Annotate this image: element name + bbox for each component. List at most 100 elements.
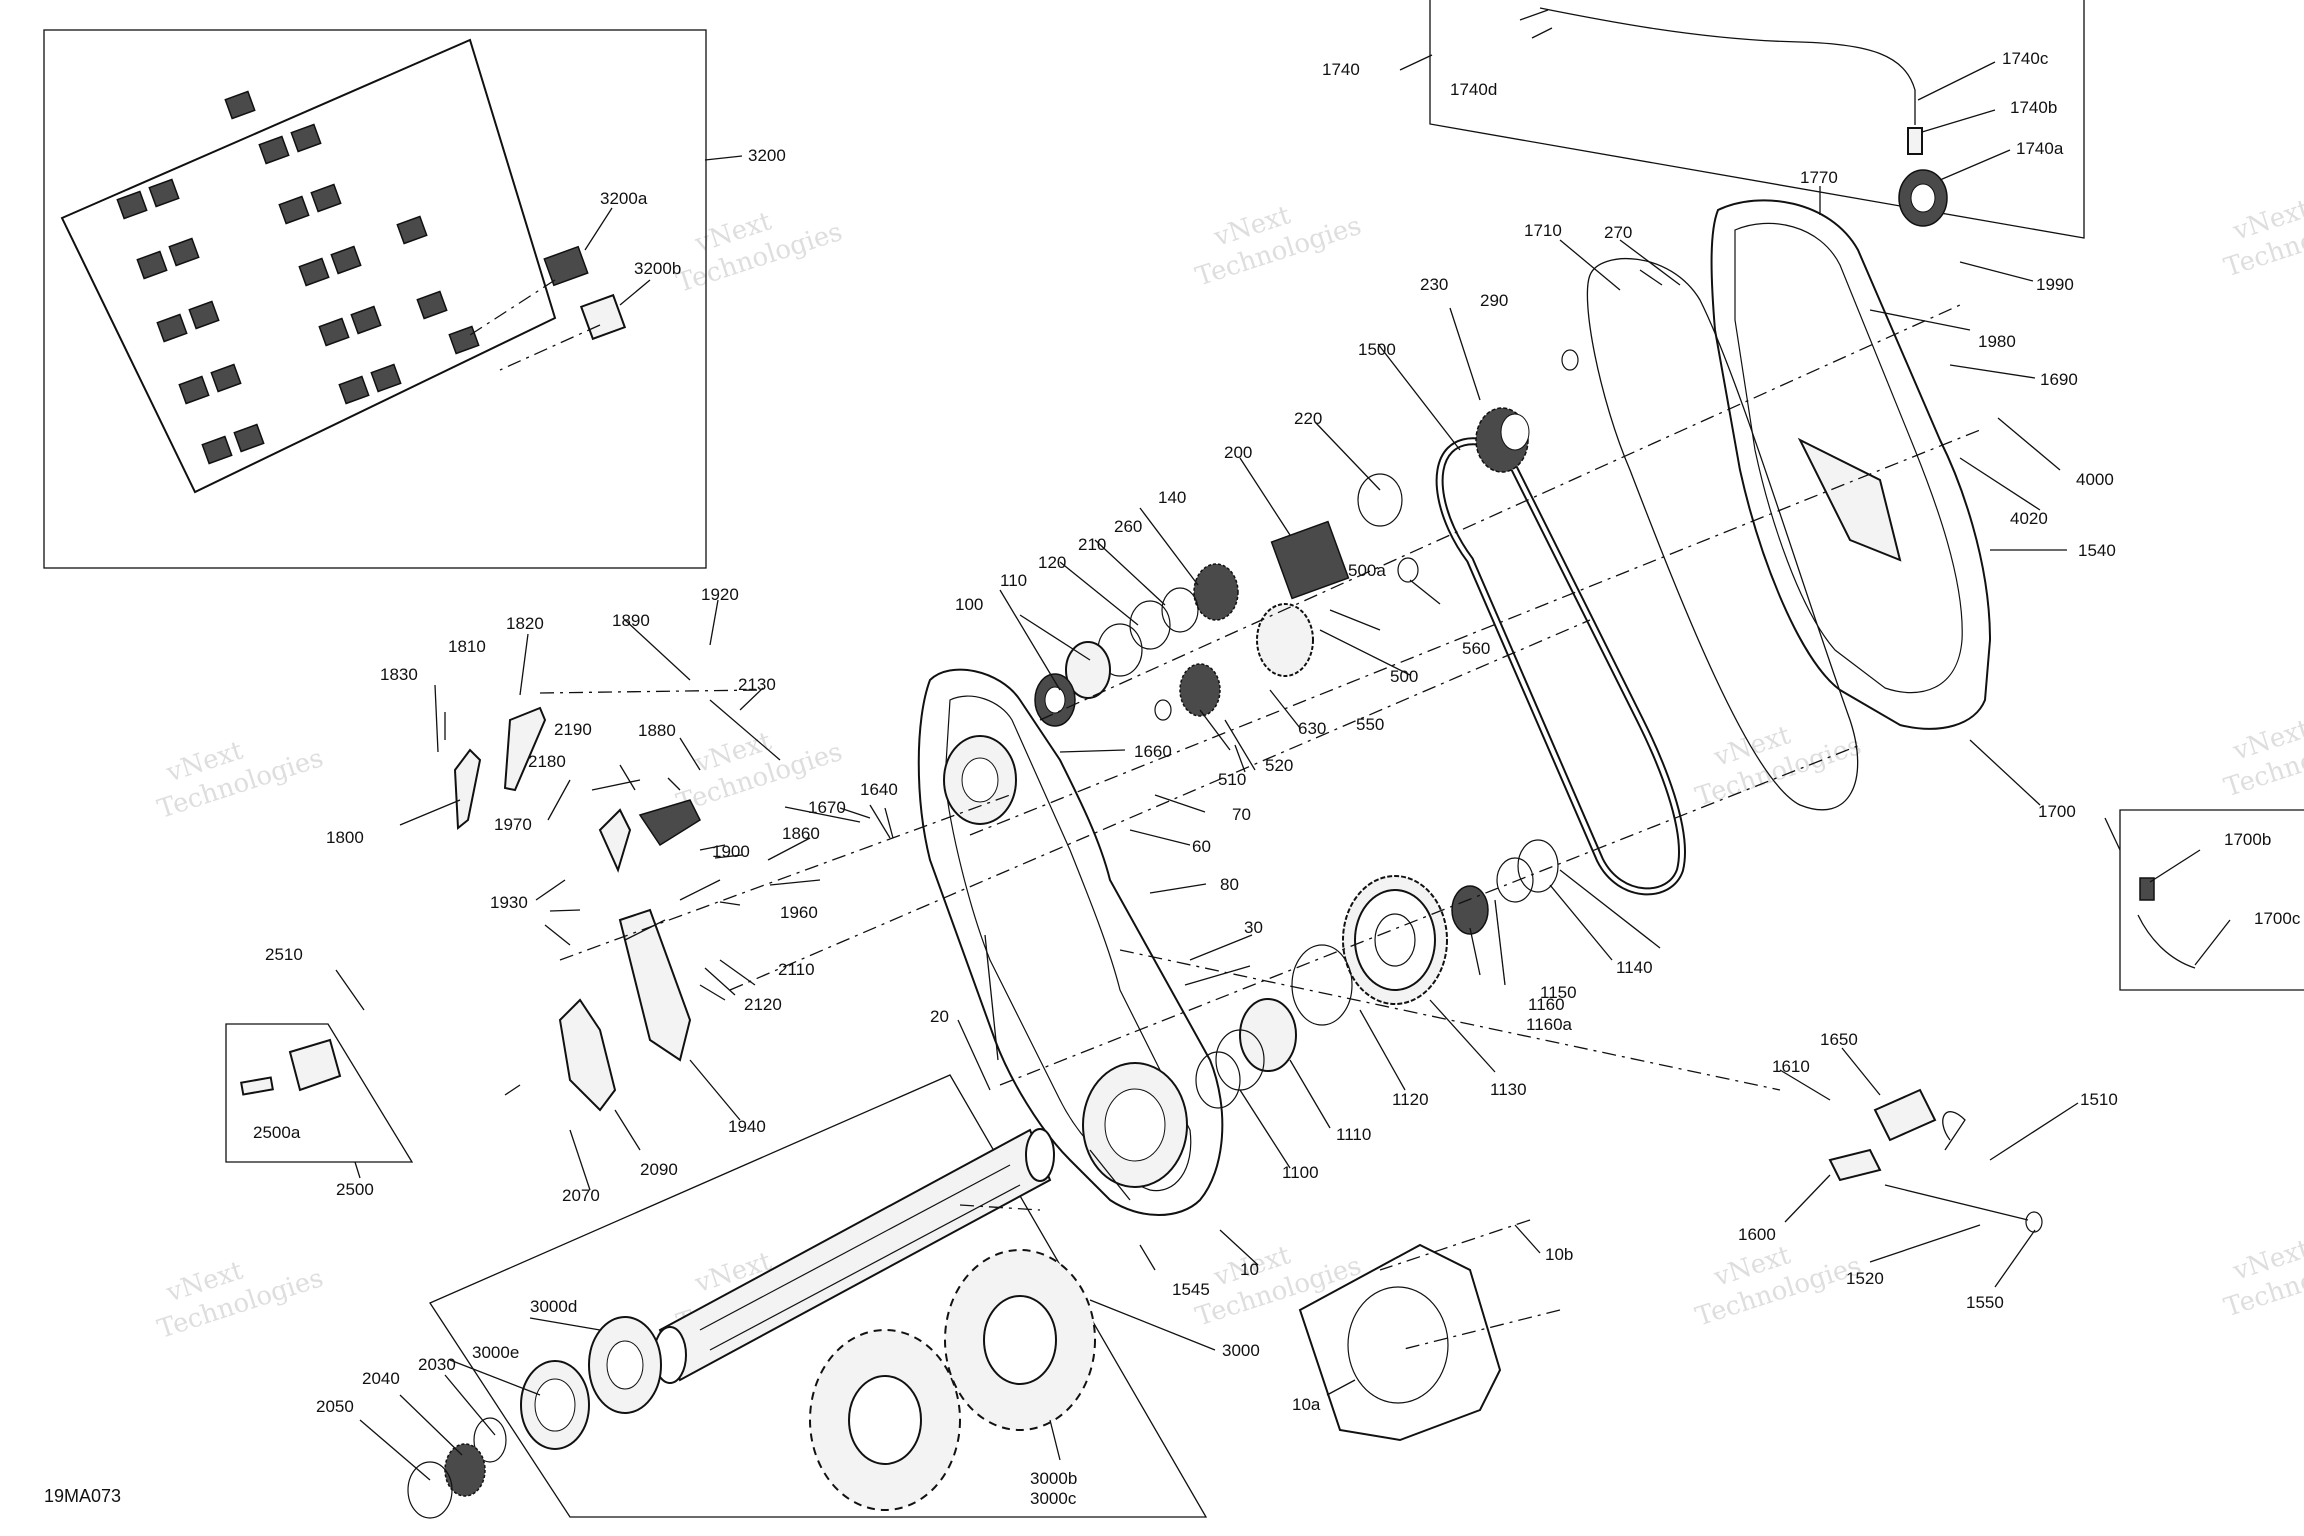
inset-3000-frame — [429, 1074, 1208, 1518]
part-label-3000: 3000 — [1222, 1341, 1260, 1360]
part-2500 — [240, 1038, 342, 1096]
part-label-500: 500 — [1390, 667, 1418, 686]
part-label-1640: 1640 — [860, 780, 898, 799]
part-label-1510: 1510 — [2080, 1090, 2118, 1109]
part-label-3200: 3200 — [748, 146, 786, 165]
part-label-1545: 1545 — [1172, 1280, 1210, 1299]
part-label-1820: 1820 — [506, 614, 544, 633]
assembly-axes — [539, 304, 1981, 1351]
part-label-2110: 2110 — [778, 960, 815, 979]
part-label-1890: 1890 — [612, 611, 650, 630]
part-label-200: 200 — [1224, 443, 1252, 462]
part-label-1540: 1540 — [2078, 541, 2116, 560]
part-label-1800: 1800 — [326, 828, 364, 847]
part-label-230: 230 — [1420, 275, 1448, 294]
part-label-2070: 2070 — [562, 1186, 600, 1205]
part-label-1960: 1960 — [780, 903, 818, 922]
part-label-60: 60 — [1192, 837, 1211, 856]
part-label-1550: 1550 — [1966, 1293, 2004, 1312]
inset-frames — [43, 0, 2304, 1518]
part-label-2050: 2050 — [316, 1397, 354, 1416]
part-label-1160a: 1160a — [1526, 1015, 1573, 1034]
part-label-630: 630 — [1298, 719, 1326, 738]
part-label-1700b: 1700b — [2224, 830, 2271, 849]
part-label-1980: 1980 — [1978, 332, 2016, 351]
part-label-1130: 1130 — [1490, 1080, 1527, 1099]
part-label-1930: 1930 — [490, 893, 528, 912]
part-label-2510: 2510 — [265, 945, 303, 964]
part-label-1660: 1660 — [1134, 742, 1172, 761]
part-label-1160: 1160 — [1528, 995, 1565, 1014]
part-label-510: 510 — [1218, 770, 1246, 789]
part-label-1830: 1830 — [380, 665, 418, 684]
part-label-1140: 1140 — [1616, 958, 1653, 977]
part-1700b-1700c — [2137, 877, 2196, 969]
part-label-1670: 1670 — [808, 798, 846, 817]
part-label-1740a: 1740a — [2016, 139, 2064, 158]
part-label-1150: 1150 — [1540, 983, 1577, 1002]
part-label-1920: 1920 — [701, 585, 739, 604]
drive-axle-3000 — [407, 1128, 1096, 1519]
part-label-2500a: 2500a — [253, 1123, 301, 1142]
part-label-1610: 1610 — [1772, 1057, 1810, 1076]
part-label-10: 10 — [1240, 1260, 1259, 1279]
part-label-1770: 1770 — [1800, 168, 1838, 187]
rod-1520 — [1828, 1088, 2043, 1233]
part-label-30: 30 — [1244, 918, 1263, 937]
part-label-70: 70 — [1232, 805, 1251, 824]
chaincase-cover — [1710, 199, 1992, 730]
part-label-10b: 10b — [1545, 1245, 1573, 1264]
part-label-210: 210 — [1078, 535, 1106, 554]
part-label-1940: 1940 — [728, 1117, 766, 1136]
part-label-1700c: 1700c — [2254, 909, 2301, 928]
inset-1740-frame — [1429, 0, 2085, 239]
part-label-1700: 1700 — [2038, 802, 2076, 821]
part-label-1690: 1690 — [2040, 370, 2078, 389]
part-label-1520: 1520 — [1846, 1269, 1884, 1288]
part-label-1740d: 1740d — [1450, 80, 1497, 99]
part-label-2180: 2180 — [528, 752, 566, 771]
part-label-2190: 2190 — [554, 720, 592, 739]
part-label-2130: 2130 — [738, 675, 776, 694]
part-label-270: 270 — [1604, 223, 1632, 242]
part-label-1990: 1990 — [2036, 275, 2074, 294]
part-labels: 3200 3200a 3200b 1740 1740d 1740c 1740b … — [253, 49, 2301, 1508]
shift-linkage — [453, 699, 781, 1112]
part-label-520: 520 — [1265, 756, 1293, 775]
part-label-4000: 4000 — [2076, 470, 2114, 489]
part-label-1740b: 1740b — [2010, 98, 2057, 117]
part-label-3200b: 3200b — [634, 259, 681, 278]
part-label-3000d: 3000d — [530, 1297, 577, 1316]
part-label-100: 100 — [955, 595, 983, 614]
part-label-1110: 1110 — [1336, 1125, 1371, 1144]
part-label-3000b: 3000b — [1030, 1469, 1077, 1488]
part-label-500a: 500a — [1348, 561, 1386, 580]
figure-code: 19MA073 — [44, 1486, 121, 1506]
part-label-560: 560 — [1462, 639, 1490, 658]
inset-2500-frame — [225, 1023, 414, 1163]
part-label-140: 140 — [1158, 488, 1186, 507]
part-label-1600: 1600 — [1738, 1225, 1776, 1244]
part-label-120: 120 — [1038, 553, 1066, 572]
part-label-10a: 10a — [1292, 1395, 1321, 1414]
inset-1700-frame — [2119, 809, 2304, 991]
part-label-2120: 2120 — [744, 995, 782, 1014]
plate-10a — [1298, 1243, 1502, 1442]
part-label-80: 80 — [1220, 875, 1239, 894]
part-label-2500: 2500 — [336, 1180, 374, 1199]
part-label-290: 290 — [1480, 291, 1508, 310]
part-label-1100: 1100 — [1282, 1163, 1319, 1182]
part-label-1740: 1740 — [1322, 60, 1360, 79]
part-label-1810: 1810 — [448, 637, 486, 656]
part-label-20: 20 — [930, 1007, 949, 1026]
part-label-260: 260 — [1114, 517, 1142, 536]
part-label-1650: 1650 — [1820, 1030, 1858, 1049]
part-label-3200a: 3200a — [600, 189, 648, 208]
part-label-1900: 1900 — [712, 842, 750, 861]
chaincase-housing — [917, 668, 1224, 1216]
cable-1740 — [1519, 7, 1948, 227]
leader-lines — [335, 54, 2231, 1481]
part-label-1880: 1880 — [638, 721, 676, 740]
part-label-2090: 2090 — [640, 1160, 678, 1179]
gears — [1034, 349, 1579, 1109]
